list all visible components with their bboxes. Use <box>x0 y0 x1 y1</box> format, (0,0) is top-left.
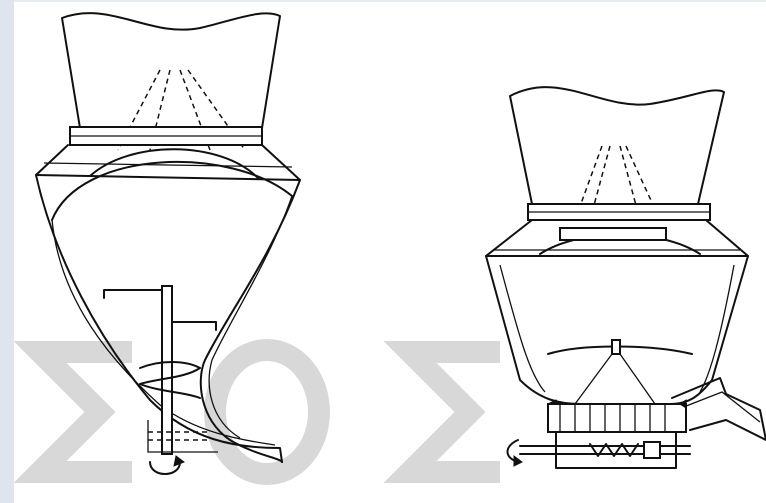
gear-ring-right <box>547 403 687 433</box>
drive-housing-right <box>555 431 677 469</box>
rotation-arrow-left <box>149 461 181 475</box>
top-rule <box>14 0 766 2</box>
filter-bag-left <box>61 12 281 129</box>
watermark-omicron <box>204 339 330 485</box>
screw-flight-left <box>139 361 201 399</box>
discharge-chute-right <box>671 377 766 441</box>
side-strip <box>0 0 14 503</box>
watermark-sigma-right <box>383 341 500 483</box>
watermark <box>13 339 500 485</box>
mixer-right <box>485 86 766 469</box>
filter-bag-right <box>509 86 725 205</box>
cone-body-right <box>485 219 581 405</box>
worm-screw-right <box>589 443 639 457</box>
agitator-arm-left <box>103 289 217 331</box>
watermark-sigma-left <box>13 341 132 483</box>
mixer-left <box>35 12 301 475</box>
